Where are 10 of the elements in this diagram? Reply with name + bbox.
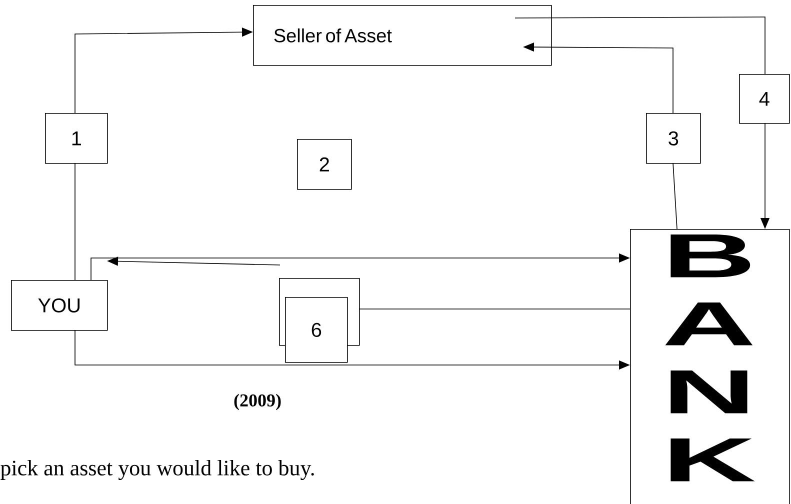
step-number-box: 3	[646, 113, 701, 164]
step-number-box: 2	[297, 139, 352, 190]
source-citation: (2009)	[234, 394, 281, 410]
party-box: YOU	[11, 280, 108, 331]
step-number-box: 6	[285, 297, 348, 363]
party-box: Seller of Asset	[253, 5, 552, 66]
bank-box: B A N K	[630, 229, 790, 504]
step-number-box: 4	[739, 74, 790, 124]
body-text: pick an asset you would like to buy.	[0, 460, 314, 480]
step-number-box: 1	[45, 113, 108, 164]
